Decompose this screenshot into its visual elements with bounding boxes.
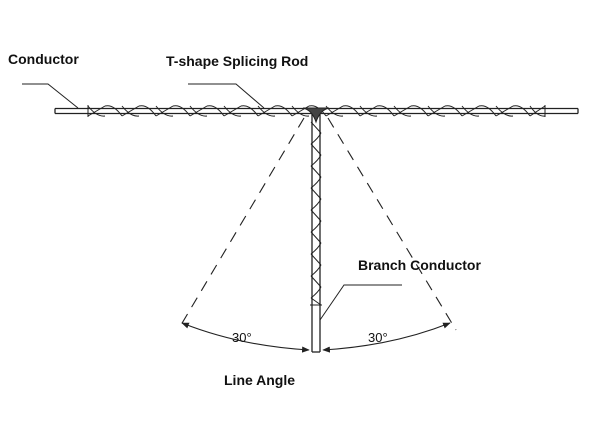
rod-wrap-segment (478, 105, 497, 117)
rod-wrap-segment (189, 105, 208, 117)
branch-wrap-segment (310, 198, 322, 211)
right-angle-value: 30° (368, 330, 388, 345)
rod-wrap-segment (393, 105, 412, 117)
rod-wrap-segment (223, 105, 242, 117)
rod-wrap-segment (206, 105, 225, 117)
rod-wrap-segment (257, 105, 276, 117)
rod-wrap-segment (87, 105, 106, 117)
branch-wrap-segment (310, 132, 322, 145)
branch-wrap-segment (310, 154, 322, 167)
rod-wrap-segment (393, 105, 412, 117)
rod-wrap-segment (223, 105, 242, 117)
left-angle-guide (177, 117, 305, 331)
branch-wrap-segment (310, 286, 322, 299)
rod-wrap-segment (155, 105, 174, 117)
rod-wrap-segment (444, 105, 463, 117)
rod-wrap-segment (410, 105, 429, 117)
rod-wrap-segment (189, 105, 208, 117)
branch-wrap-segment (310, 209, 322, 222)
right-angle-guide (327, 117, 457, 331)
rod-wrap-segment (155, 105, 174, 117)
branch-conductor-leader (319, 284, 402, 321)
branch-wrap-segment (310, 176, 322, 189)
rod-wrap-segment (257, 105, 276, 117)
branch-conductor-label: Branch Conductor (358, 257, 481, 273)
branch-rod-helix (310, 121, 322, 306)
rod-wrap-segment (529, 105, 546, 117)
rod-wrap-segment (121, 105, 140, 117)
rod-wrap-segment (529, 105, 546, 117)
line-angle-label: Line Angle (224, 372, 295, 388)
branch-wrap-segment (310, 121, 322, 134)
rod-wrap-segment (121, 105, 140, 117)
rod-wrap-segment (342, 105, 361, 117)
rod-wrap-segment (240, 105, 259, 117)
splicing-rod-label: T-shape Splicing Rod (166, 53, 308, 69)
rod-wrap-segment (138, 105, 157, 117)
rod-wrap-segment (427, 105, 446, 117)
rod-wrap-segment (274, 105, 293, 117)
branch-wrap-segment (310, 275, 322, 288)
branch-wrap-segment (310, 231, 322, 244)
rod-wrap-segment (461, 105, 480, 117)
left-angle-arc (181, 322, 310, 353)
left-angle-value: 30° (232, 330, 252, 345)
rod-wrap-segment (427, 105, 446, 117)
rod-wrap-segment (291, 105, 310, 117)
branch-wrap-segment (310, 143, 322, 156)
splicing-rod-helix (87, 105, 546, 117)
splicing-rod-leader (188, 83, 265, 109)
branch-wrap-segment (310, 242, 322, 255)
branch-wrap-segment (310, 165, 322, 178)
branch-wrap-segment (310, 253, 322, 266)
rod-wrap-segment (461, 105, 480, 117)
rod-wrap-segment (359, 105, 378, 117)
rod-wrap-segment (172, 105, 191, 117)
branch-wrap-segment (310, 264, 322, 277)
rod-wrap-segment (495, 105, 514, 117)
rod-wrap-segment (376, 105, 395, 117)
rod-wrap-segment (325, 105, 344, 117)
right-angle-arc (322, 322, 451, 353)
rod-wrap-segment (87, 105, 106, 117)
t-junction (302, 107, 330, 124)
rod-wrap-segment (495, 105, 514, 117)
branch-wrap-segment (310, 187, 322, 200)
branch-wrap-segment (310, 297, 322, 306)
conductor-label: Conductor (8, 51, 79, 67)
branch-wrap-segment (310, 220, 322, 233)
rod-wrap-segment (104, 105, 123, 117)
conductor-leader (22, 83, 79, 109)
rod-wrap-segment (359, 105, 378, 117)
rod-wrap-segment (512, 105, 531, 117)
